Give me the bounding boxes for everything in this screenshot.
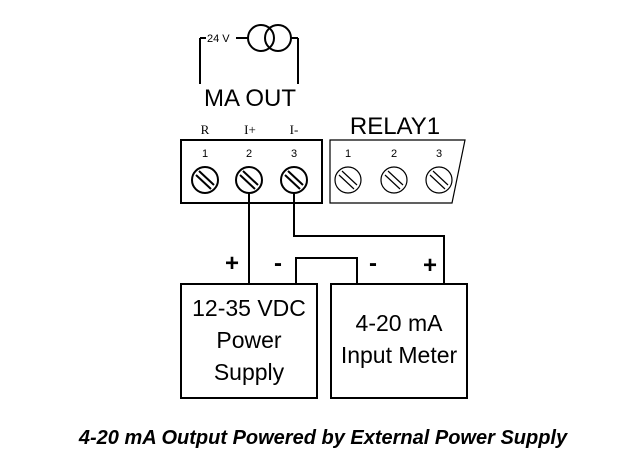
ma-out-screw-2 — [235, 166, 263, 194]
screw-slot — [429, 174, 446, 190]
screw-slot — [198, 170, 215, 186]
screw-head — [380, 166, 408, 194]
relay-terminal-number-3: 3 — [436, 148, 442, 160]
ma-out-terminal-number-2: 2 — [246, 148, 252, 160]
screw-head — [425, 166, 453, 194]
meter-minus-sign: - — [369, 250, 377, 277]
relay-title: RELAY1 — [350, 113, 440, 140]
screw-slot — [432, 170, 449, 186]
relay-terminal-block: 1 2 3 — [329, 139, 466, 204]
relay-terminal-number-2: 2 — [391, 148, 397, 160]
terminal-label-r: R — [201, 122, 210, 137]
meter-plus-sign: + — [423, 252, 437, 279]
field-wiring — [248, 193, 445, 284]
power-supply-plus-sign: + — [225, 250, 239, 277]
relay-screw-1 — [334, 166, 362, 194]
relay-screw-2 — [380, 166, 408, 194]
screw-slot — [195, 174, 212, 190]
input-meter-box: 4-20 mA Input Meter — [330, 283, 468, 399]
wire-iminus-to-meter-plus — [293, 193, 445, 284]
relay-terminal-number-1: 1 — [345, 148, 351, 160]
ma-out-title: MA OUT — [204, 85, 296, 112]
ma-out-terminal-number-3: 3 — [291, 148, 297, 160]
diagram-caption: 4-20 mA Output Powered by External Power… — [78, 427, 568, 449]
screw-head — [235, 166, 263, 194]
relay-screw-3 — [425, 166, 453, 194]
screw-head — [191, 166, 219, 194]
terminal-label-i-minus: I- — [290, 122, 299, 137]
input-meter-line-1: 4-20 mA — [356, 310, 444, 336]
ma-out-screw-1 — [191, 166, 219, 194]
power-supply-outline — [180, 283, 318, 399]
power-supply-minus-sign: - — [274, 250, 282, 277]
screw-slot — [341, 170, 358, 186]
screw-slot — [239, 174, 256, 190]
input-meter-line-2: Input Meter — [341, 342, 458, 368]
screw-head — [280, 166, 308, 194]
ma-out-terminal-number-1: 1 — [202, 148, 208, 160]
screw-slot — [287, 170, 304, 186]
ma-out-screw-3 — [280, 166, 308, 194]
screw-slot — [338, 174, 355, 190]
power-supply-line-1: 12-35 VDC — [192, 295, 306, 321]
ma-out-terminal-block: 1 2 3 — [180, 139, 323, 204]
screw-slot — [284, 174, 301, 190]
screw-slot — [387, 170, 404, 186]
wire-supply-minus-to-meter-minus — [295, 257, 358, 284]
source-voltage-label: 24 V — [207, 33, 230, 45]
power-supply-line-2: Power — [216, 327, 282, 353]
screw-slot — [242, 170, 259, 186]
terminal-label-i-plus: I+ — [244, 122, 256, 137]
screw-head — [334, 166, 362, 194]
power-supply-box: 12-35 VDC Power Supply — [180, 283, 318, 399]
internal-current-source: 24 V — [199, 24, 299, 84]
screw-slot — [384, 174, 401, 190]
input-meter-outline — [330, 283, 468, 399]
power-supply-line-3: Supply — [214, 359, 285, 385]
